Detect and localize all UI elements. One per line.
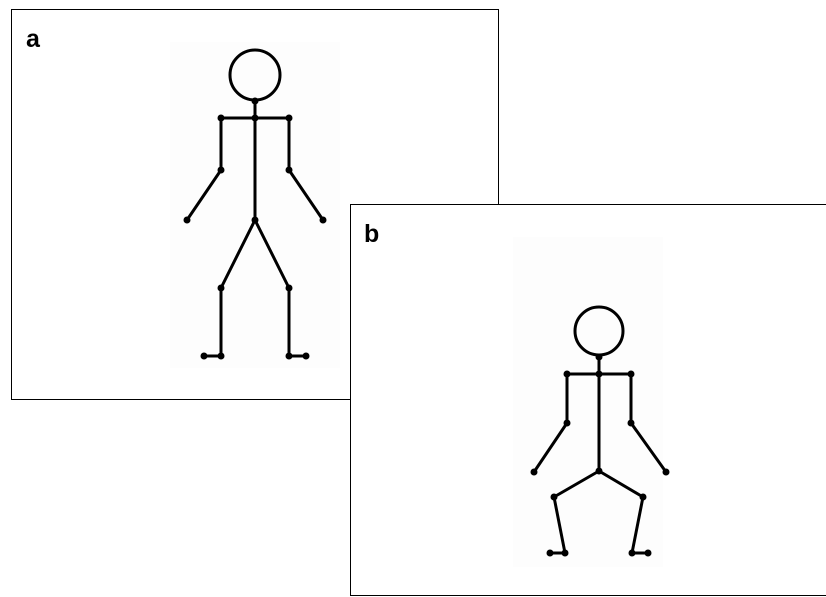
head-circle [573, 305, 625, 357]
joint-dots [530, 353, 670, 557]
panel-b: b [350, 204, 826, 596]
panel-label: a [26, 25, 40, 53]
stick-figure-standing [183, 48, 327, 360]
figure-background [513, 237, 663, 567]
figure-bones [185, 99, 325, 358]
panel-label: b [364, 220, 380, 248]
head-circle [228, 48, 282, 102]
stick-figure-squatting [530, 305, 670, 557]
joint-dots [183, 97, 327, 360]
figure-bones [532, 355, 668, 555]
